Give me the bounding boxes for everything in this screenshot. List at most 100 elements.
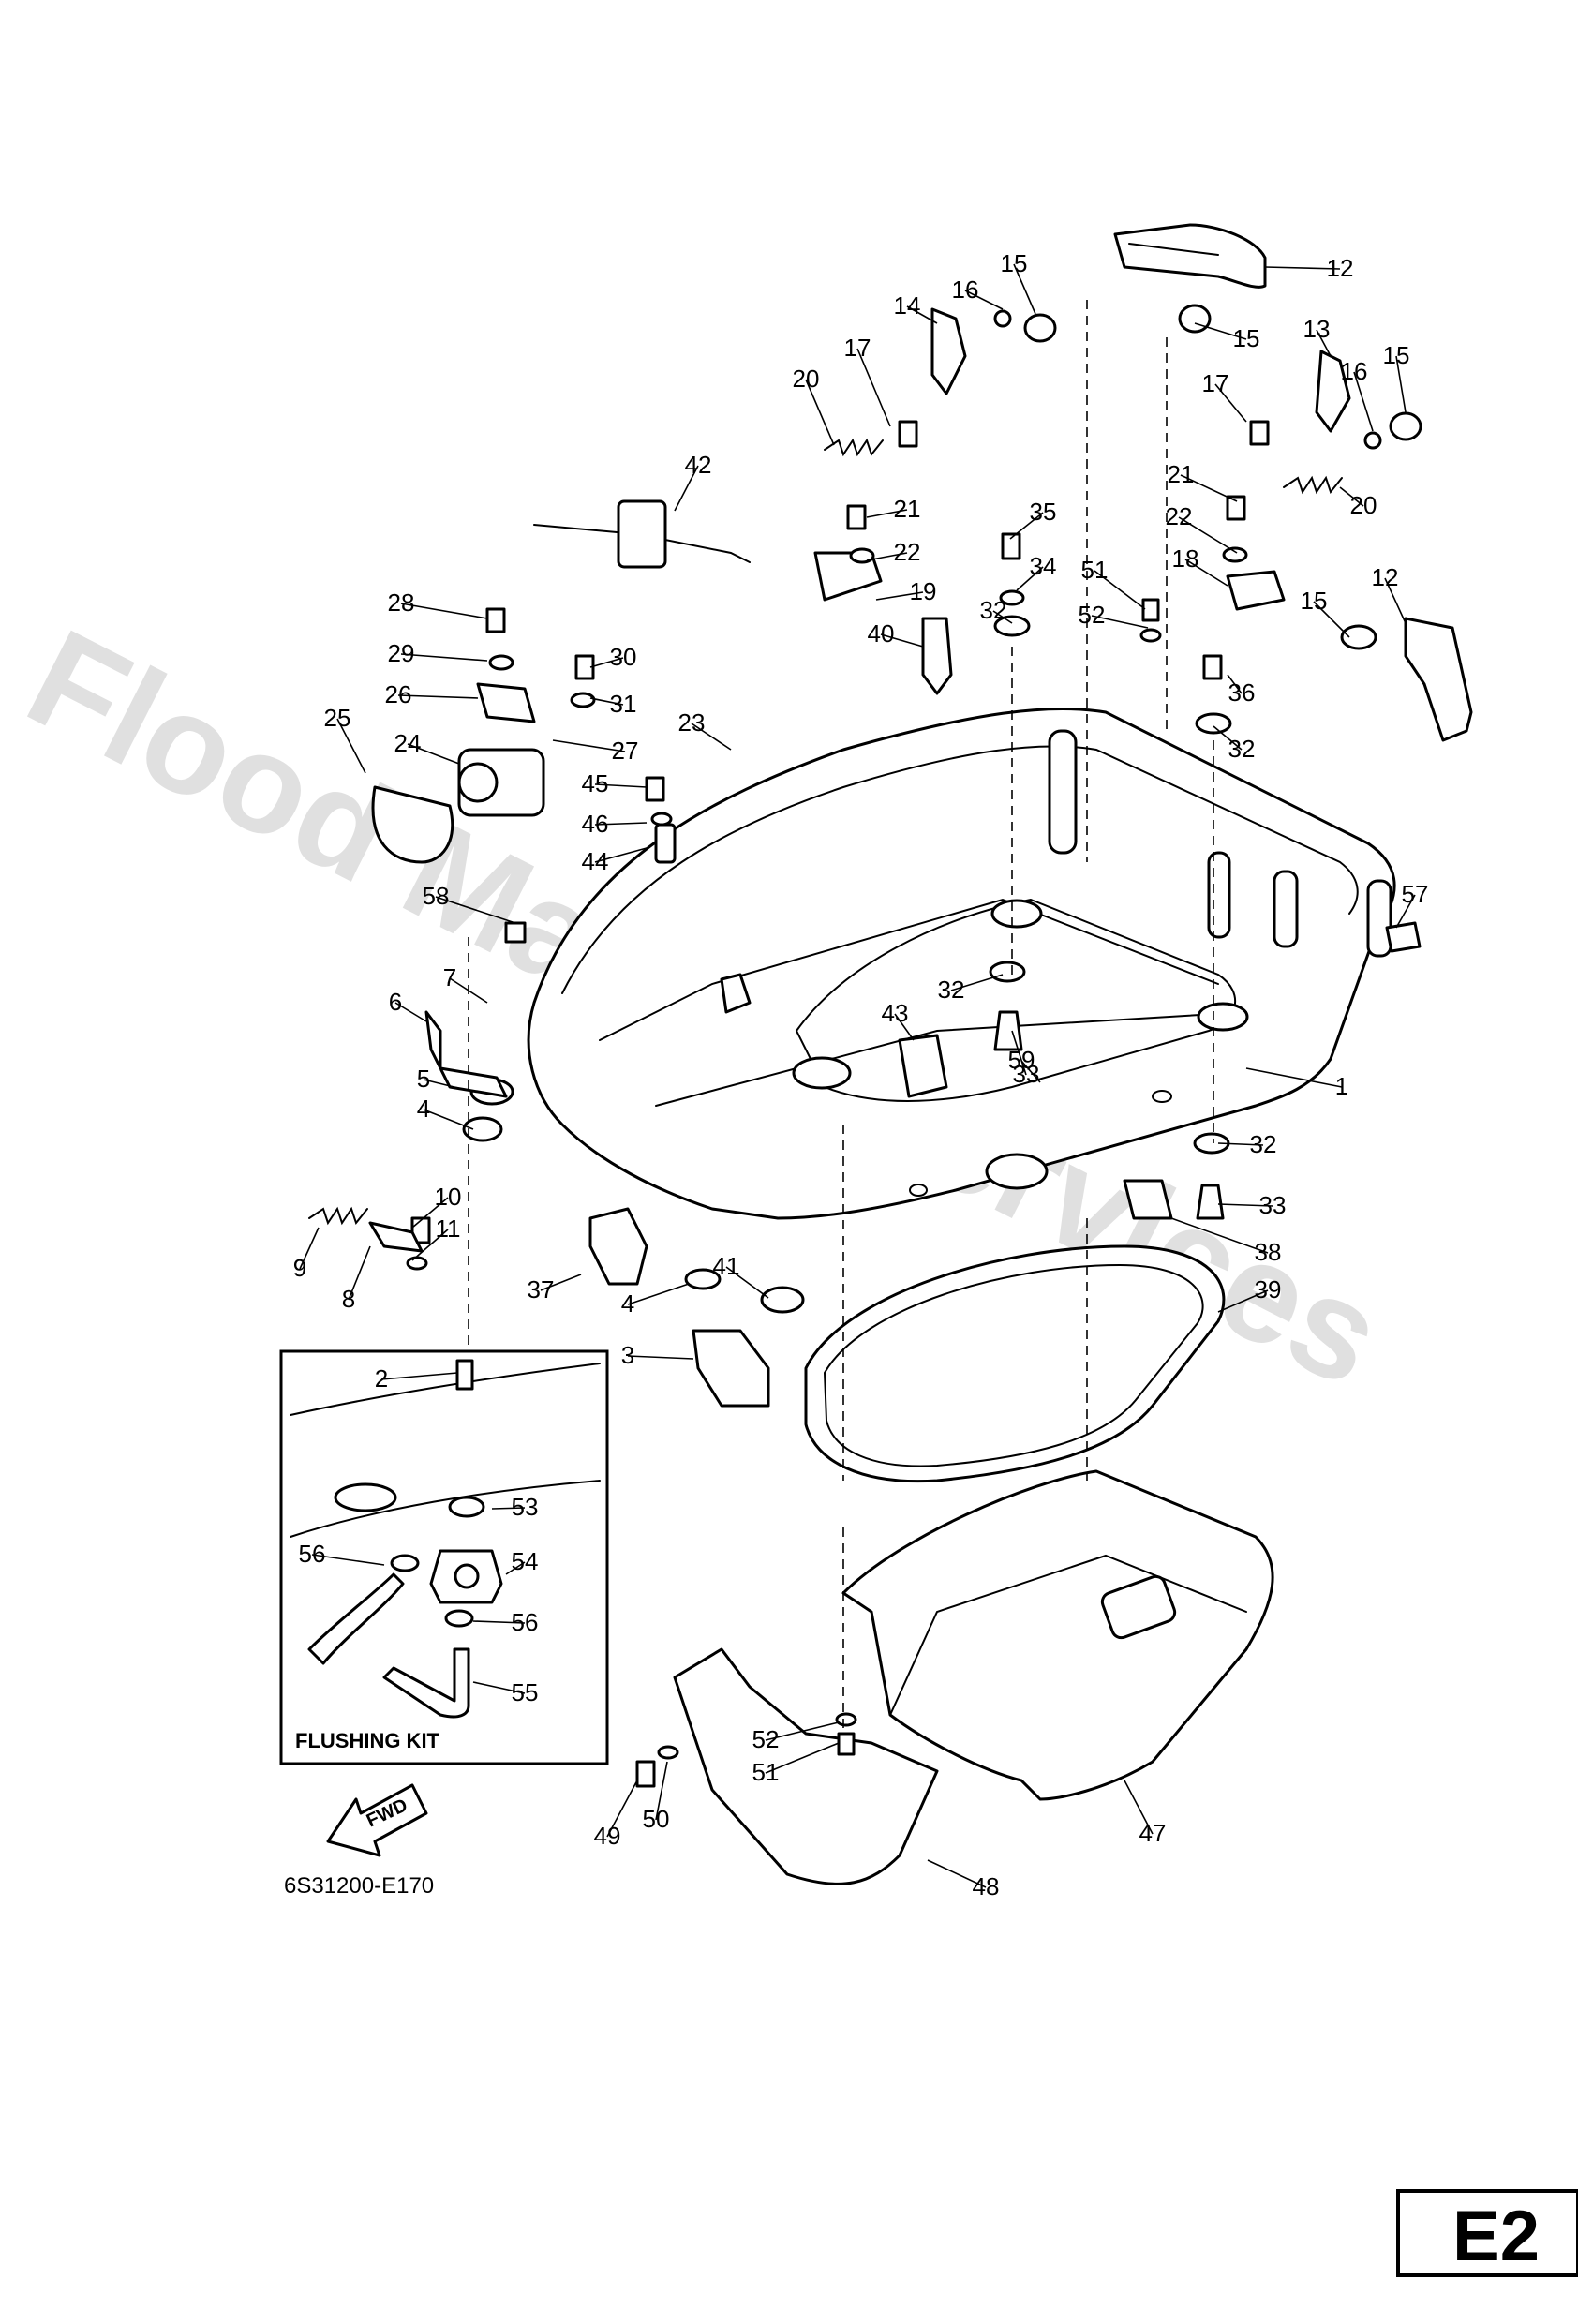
callout-38: 38: [1255, 1238, 1282, 1266]
callout-21: 21: [1168, 460, 1195, 488]
callout-labels: 1234456789101112121314151515151616171718…: [293, 249, 1429, 1900]
leader-line-21: [1180, 474, 1238, 502]
springs: [308, 438, 1343, 1226]
leader-line-58: [435, 896, 516, 924]
leader-line-14: [906, 305, 938, 324]
bottom-cowling-lower-covers: [673, 1469, 1274, 1885]
leader-line-17: [1214, 383, 1247, 423]
fasteners: [406, 420, 1270, 1788]
callout-40: 40: [868, 619, 895, 648]
handle-upper: [1113, 223, 1267, 289]
leader-line-15: [1313, 601, 1350, 638]
callout-51: 51: [752, 1758, 780, 1786]
leader-line-52: [765, 1721, 840, 1741]
callout-30: 30: [610, 643, 637, 671]
callout-43: 43: [882, 999, 909, 1027]
leader-line-31: [589, 697, 624, 706]
callout-56: 56: [299, 1540, 326, 1568]
callout-39: 39: [1255, 1275, 1282, 1304]
callout-22: 22: [1166, 502, 1193, 530]
callout-23: 23: [678, 708, 706, 737]
leader-line-35: [1009, 512, 1044, 540]
callout-20: 20: [1350, 491, 1377, 519]
callout-33: 33: [1259, 1191, 1287, 1219]
callout-15: 15: [1001, 249, 1028, 277]
callout-32: 32: [1250, 1130, 1277, 1158]
callout-24: 24: [394, 729, 422, 757]
leader-line-33: [1011, 1030, 1027, 1076]
callout-32: 32: [980, 596, 1007, 624]
callout-4: 4: [621, 1289, 634, 1318]
leader-line-44: [594, 847, 648, 863]
leader-line-11: [411, 1229, 449, 1261]
callout-32: 32: [938, 976, 965, 1004]
callout-2: 2: [375, 1364, 388, 1393]
inset-title: FLUSHING KIT: [295, 1729, 440, 1752]
callout-50: 50: [643, 1805, 670, 1833]
callout-59: 59: [1008, 1046, 1035, 1074]
leader-line-17: [856, 348, 891, 427]
callout-12: 12: [1327, 254, 1354, 282]
leader-line-21: [866, 509, 908, 518]
leader-line-4: [627, 1283, 690, 1305]
leader-line-47: [1124, 1780, 1154, 1835]
leader-line-33: [1217, 1203, 1273, 1207]
leader-line-2: [380, 1372, 458, 1380]
callout-48: 48: [973, 1872, 1000, 1900]
leader-line-36: [1227, 674, 1243, 694]
leader-line-20: [805, 379, 835, 446]
callout-29: 29: [388, 639, 415, 667]
leader-line-56: [311, 1554, 385, 1566]
misc-parts: [368, 617, 1422, 1408]
leader-line-32: [992, 610, 1013, 624]
callout-9: 9: [293, 1254, 306, 1282]
assembly-guide-lines: [468, 300, 1214, 1734]
callout-11: 11: [436, 1214, 461, 1243]
leader-line-1: [1245, 1067, 1343, 1088]
callout-16: 16: [1341, 357, 1368, 385]
callout-10: 10: [435, 1183, 462, 1211]
leader-line-39: [1217, 1289, 1269, 1313]
callout-36: 36: [1228, 678, 1256, 707]
leader-line-57: [1395, 894, 1416, 929]
callout-12: 12: [1372, 563, 1399, 591]
callout-53: 53: [512, 1493, 539, 1521]
callout-51: 51: [1081, 556, 1109, 584]
leader-line-34: [1016, 566, 1044, 591]
callout-15: 15: [1233, 324, 1260, 352]
callout-46: 46: [582, 810, 609, 838]
leader-line-28: [400, 603, 488, 619]
callout-34: 34: [1030, 552, 1057, 580]
callout-28: 28: [388, 588, 415, 617]
leader-line-46: [594, 822, 648, 826]
callout-17: 17: [1202, 369, 1229, 397]
forward-arrow: FWD: [326, 1783, 428, 1857]
leader-line-53: [491, 1507, 526, 1510]
leader-line-3: [627, 1355, 694, 1360]
leader-line-23: [691, 723, 732, 751]
leader-line-41: [725, 1266, 769, 1299]
callout-25: 25: [324, 704, 351, 732]
leader-line-6: [394, 1002, 427, 1022]
switch-assembly: [371, 682, 545, 864]
callout-21: 21: [894, 495, 921, 523]
callout-3: 3: [621, 1341, 634, 1369]
callout-20: 20: [793, 365, 820, 393]
section-badge: E2: [1396, 2189, 1578, 2277]
leader-line-45: [594, 783, 648, 788]
callout-33: 33: [1013, 1060, 1040, 1088]
callout-52: 52: [1079, 601, 1106, 629]
leader-line-15: [1194, 322, 1247, 340]
callout-18: 18: [1172, 544, 1199, 573]
leader-line-52: [1091, 615, 1149, 629]
leader-line-48: [927, 1859, 987, 1888]
leader-line-16: [1353, 371, 1374, 432]
callout-8: 8: [342, 1285, 355, 1313]
leader-line-15: [1395, 355, 1407, 413]
callout-17: 17: [844, 334, 871, 362]
leader-line-22: [1178, 516, 1238, 554]
callout-44: 44: [582, 847, 609, 875]
leader-line-18: [1184, 559, 1228, 587]
wiring-harness-clamp: [533, 499, 751, 569]
